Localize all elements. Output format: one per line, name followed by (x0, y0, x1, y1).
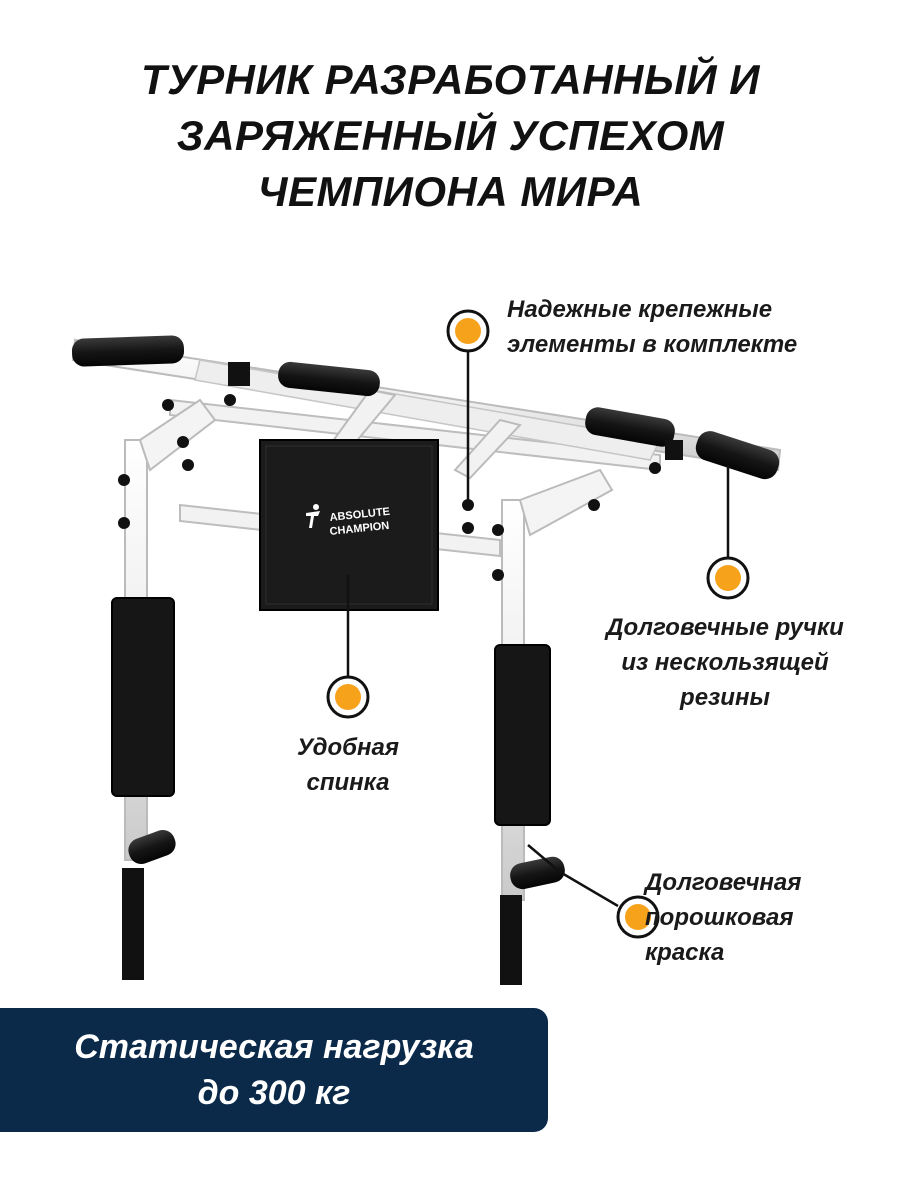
fastener-bolts (118, 362, 683, 581)
title-line-3: ЧЕМПИОНА МИРА (257, 168, 644, 215)
marker-back-pad (326, 675, 370, 719)
banner-line-2: до 300 кг (197, 1074, 351, 1112)
title-line-2: ЗАРЯЖЕННЫЙ УСПЕХОМ (176, 112, 725, 159)
page-title: ТУРНИК РАЗРАБОТАННЫЙ И ЗАРЯЖЕННЫЙ УСПЕХО… (0, 52, 901, 220)
callout-lines (346, 351, 730, 908)
callout-paint-line-2: порошковая (645, 904, 794, 931)
marker-paint (616, 895, 660, 939)
callout-back-pad-line-2: спинка (306, 769, 390, 796)
callout-markers (326, 309, 750, 939)
leg-pads (111, 597, 551, 826)
banner-line-1: Статическая нагрузка (74, 1028, 474, 1066)
callout-handles-line-2: из нескользящей (621, 649, 829, 676)
callout-back-pad: Удобная спинка (248, 730, 448, 800)
rubber-grips (71, 335, 780, 890)
title-line-1: ТУРНИК РАЗРАБОТАННЫЙ И (141, 56, 760, 103)
callout-fasteners: Надежные крепежные элементы в комплекте (507, 292, 797, 362)
callout-paint-line-3: краска (645, 939, 725, 966)
marker-fasteners (446, 309, 490, 353)
load-banner: Статическая нагрузка до 300 кг (0, 1008, 548, 1132)
callout-fasteners-line-2: элементы в комплекте (507, 331, 798, 358)
running-figure-icon (306, 504, 320, 528)
callout-handles: Долговечные ручки из нескользящей резины (560, 610, 890, 715)
callout-handles-line-1: Долговечные ручки (606, 614, 844, 641)
callout-handles-line-3: резины (680, 684, 770, 711)
callout-paint-line-1: Долговечная (645, 869, 802, 896)
callout-paint: Долговечная порошковая краска (645, 865, 901, 970)
marker-handles (706, 556, 750, 600)
callout-back-pad-line-1: Удобная (297, 734, 399, 761)
callout-fasteners-line-1: Надежные крепежные (507, 296, 773, 323)
